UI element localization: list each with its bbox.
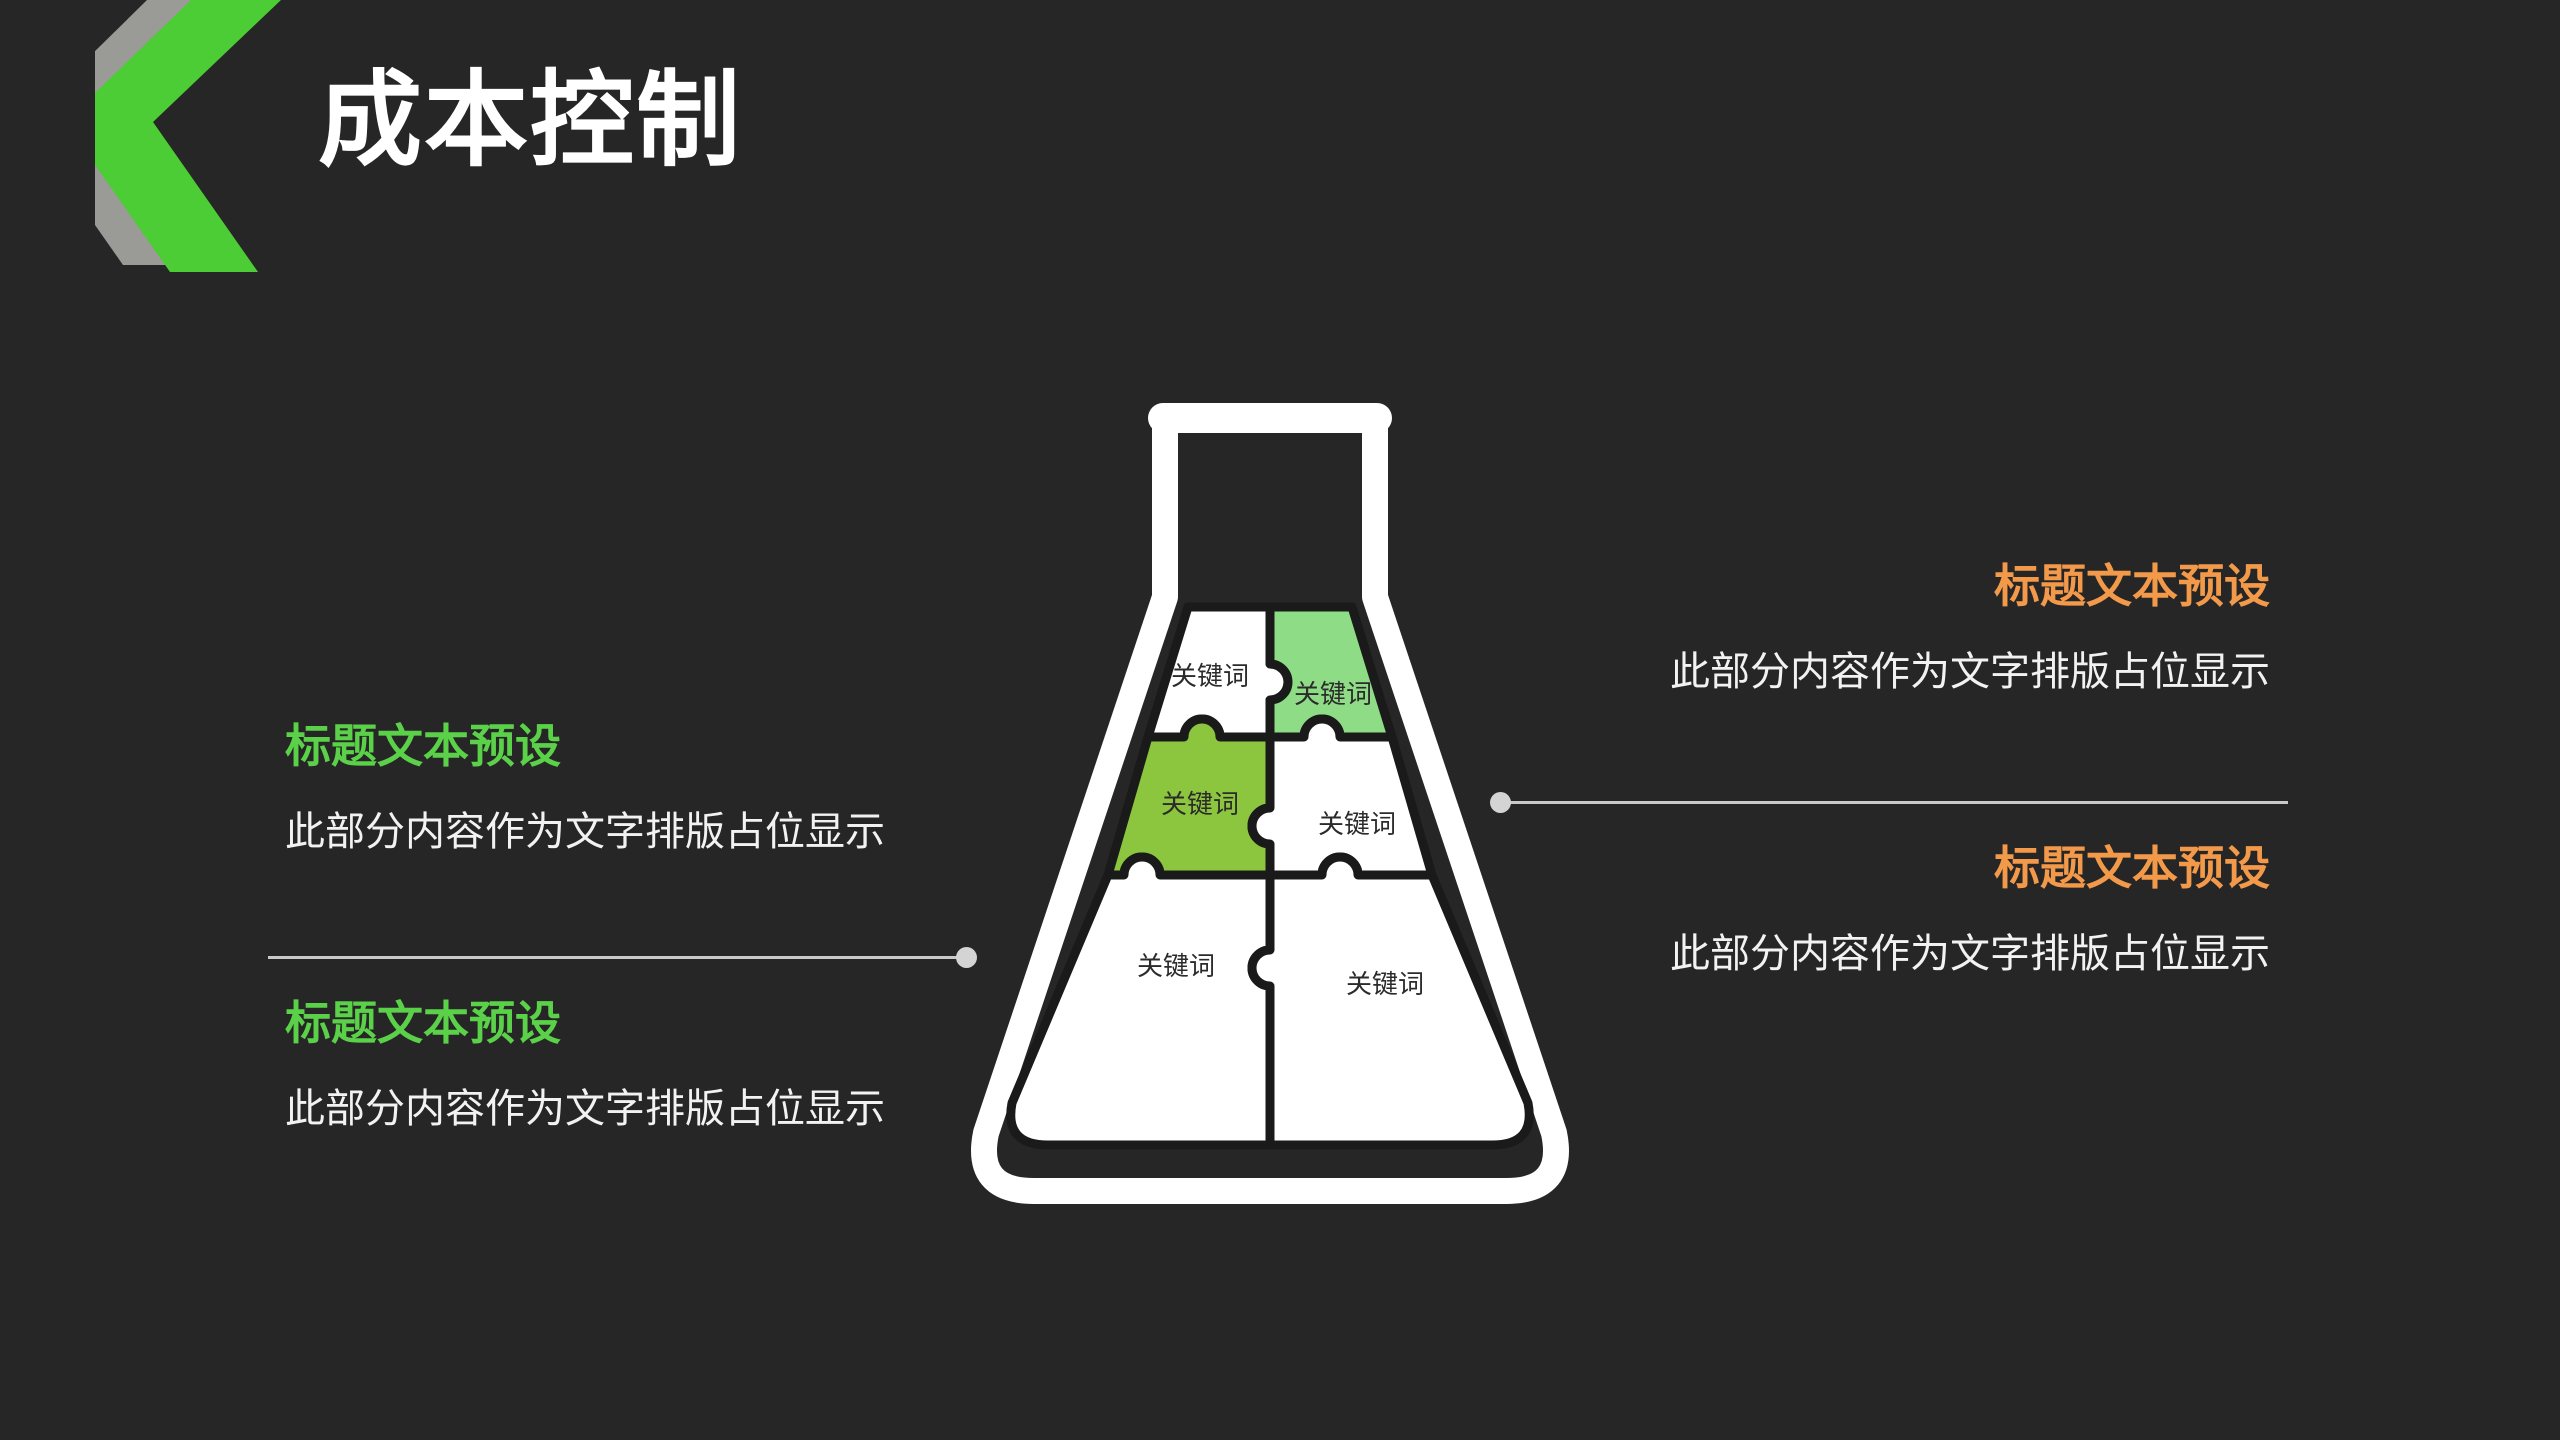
text-block-right-bottom: 标题文本预设 此部分内容作为文字排版占位显示 [1570, 840, 2270, 980]
flask-rim [1148, 403, 1392, 433]
connector-left-dot [956, 947, 977, 968]
text-block-right-top-heading: 标题文本预设 [1994, 560, 2270, 612]
puzzle-label-top-left: 关键词 [1171, 661, 1249, 691]
text-block-right-top-body: 此部分内容作为文字排版占位显示 [1670, 649, 2270, 694]
text-block-left-top: 标题文本预设 此部分内容作为文字排版占位显示 [285, 718, 985, 858]
puzzle-label-middle-right: 关键词 [1318, 809, 1396, 839]
puzzle-label-middle-left: 关键词 [1161, 789, 1239, 819]
connector-right-line [1508, 801, 2288, 804]
puzzle-piece-bottom-left [1006, 852, 1275, 1150]
flask-puzzle-diagram: 关键词 关键词 关键词 关键词 关键词 关键词 [960, 385, 1580, 1230]
double-chevron-left-icon [23, 0, 315, 275]
puzzle-label-top-right: 关键词 [1294, 679, 1372, 709]
puzzle-label-bottom-left: 关键词 [1137, 951, 1215, 981]
text-block-left-bottom-body: 此部分内容作为文字排版占位显示 [285, 1086, 885, 1131]
flask-outline [971, 403, 1569, 1204]
text-block-left-top-heading: 标题文本预设 [285, 720, 561, 772]
text-block-left-bottom-heading: 标题文本预设 [285, 997, 561, 1049]
chevron-front-shape [65, 0, 281, 272]
connector-right-dot [1490, 792, 1511, 813]
text-block-right-top: 标题文本预设 此部分内容作为文字排版占位显示 [1570, 558, 2270, 698]
puzzle-label-bottom-right: 关键词 [1346, 969, 1424, 999]
puzzle-piece-middle-right [1247, 714, 1437, 880]
text-block-right-bottom-heading: 标题文本预设 [1994, 842, 2270, 894]
text-block-left-top-body: 此部分内容作为文字排版占位显示 [285, 809, 885, 854]
puzzle-group: 关键词 关键词 关键词 关键词 关键词 关键词 [1006, 602, 1534, 1150]
puzzle-piece-bottom-right [1247, 852, 1534, 1150]
page-title: 成本控制 [318, 63, 743, 179]
text-block-right-bottom-body: 此部分内容作为文字排版占位显示 [1670, 931, 2270, 976]
connector-left-line [268, 956, 968, 959]
text-block-left-bottom: 标题文本预设 此部分内容作为文字排版占位显示 [285, 995, 985, 1135]
